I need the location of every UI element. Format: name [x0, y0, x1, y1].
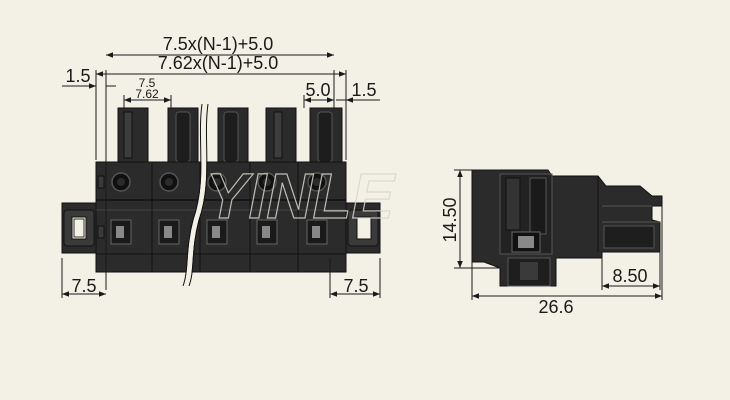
dim-side-depth: 8.50: [612, 266, 647, 286]
dim-pitch-762: 7.62: [135, 87, 159, 101]
front-view: YINLE: [61, 34, 397, 298]
dim-left-offset: 1.5: [65, 66, 90, 86]
dim-bottom-left: 7.5: [71, 276, 96, 296]
break-lines: [182, 103, 209, 287]
left-flange: [61, 202, 101, 254]
front-dimensions: [61, 52, 381, 298]
dim-bottom-right: 7.5: [343, 276, 368, 296]
screw-holes: [111, 172, 327, 192]
wire-entries: [110, 219, 328, 245]
top-tabs: [117, 107, 343, 165]
dim-formula-75: 7.5x(N-1)+5.0: [163, 34, 274, 54]
watermark-text: YINLE: [206, 160, 397, 232]
dim-side-length: 26.6: [538, 297, 573, 317]
dim-side-height: 14.50: [440, 197, 460, 242]
side-view: 14.50 8.50 26.6: [440, 169, 663, 317]
dim-right-gap: 5.0: [305, 80, 330, 100]
dim-pitch-75: 7.5: [139, 76, 156, 90]
dim-right-offset: 1.5: [351, 80, 376, 100]
dim-formula-762: 7.62x(N-1)+5.0: [158, 53, 279, 73]
